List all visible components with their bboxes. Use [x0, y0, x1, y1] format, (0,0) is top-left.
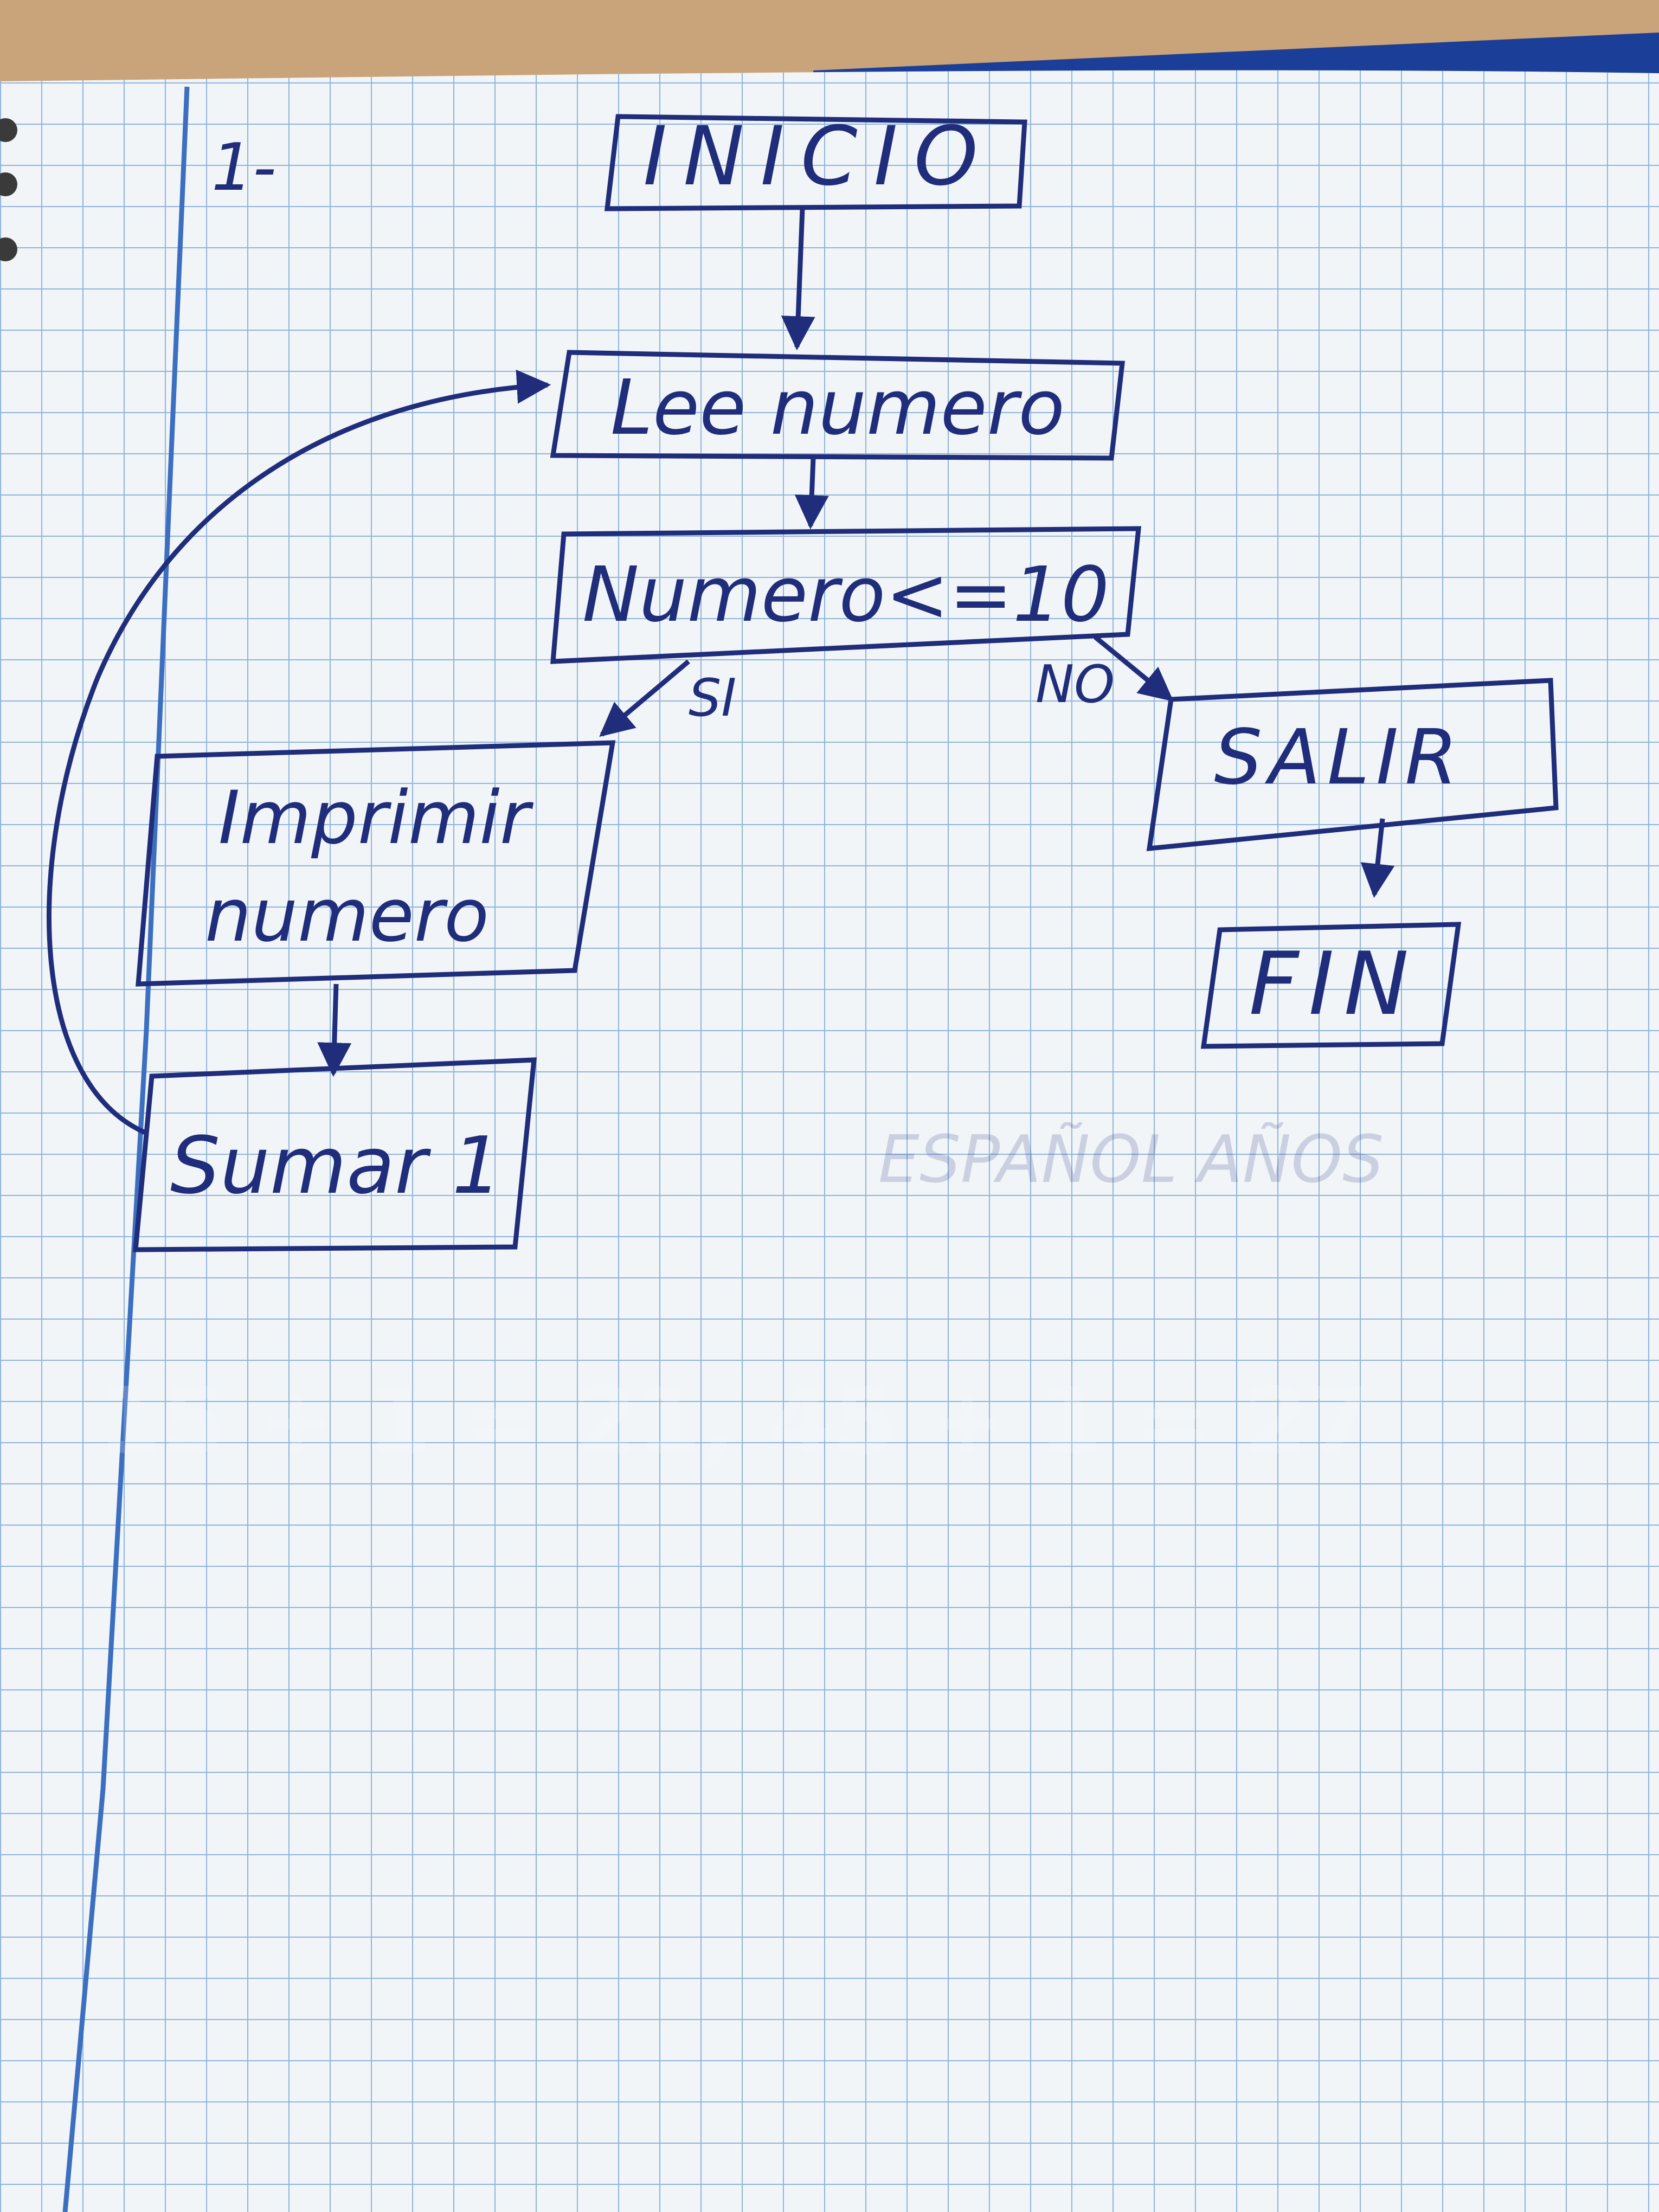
start-node: INICIO [604, 110, 1027, 211]
read-node: Lee numero [550, 350, 1126, 461]
exit-node: SALIR [1146, 678, 1559, 852]
arrow-no-branch [1094, 635, 1174, 702]
arrow-exit-to-end [1360, 818, 1395, 898]
exit-label: SALIR [1214, 713, 1464, 802]
condition-node: Numero<=10 [550, 526, 1141, 664]
page-number: 1- [211, 130, 276, 205]
arrow-yes-branch [599, 659, 690, 737]
exit-box [1146, 678, 1559, 852]
arrow-read-to-condition [794, 458, 829, 530]
condition-label: Numero<=10 [582, 551, 1109, 639]
start-box [604, 114, 1027, 211]
print-label-line2: numero [205, 873, 489, 958]
end-label: FIN [1249, 933, 1419, 1034]
grid-lines [0, 70, 1659, 2212]
end-box [1200, 922, 1462, 1049]
no-label: NO [1036, 655, 1115, 715]
read-label: Lee numero [610, 364, 1065, 452]
increment-label: Sumar 1 [170, 1120, 502, 1212]
start-label: INICIO [643, 110, 994, 204]
read-box [550, 350, 1126, 461]
print-box [136, 740, 616, 987]
print-label-line1: Imprimir [218, 775, 534, 860]
arrow-start-to-read [781, 208, 815, 351]
condition-box [550, 526, 1141, 664]
margin-line [62, 86, 190, 2212]
arrow-print-to-increment [317, 983, 352, 1077]
increment-node: Sumar 1 [133, 1057, 537, 1252]
ghost-text-line1: ESPAÑOL AÑOS [878, 1122, 1384, 1198]
flowchart: INICIO Lee numero Numero<=10 SI NO Impri… [47, 110, 1559, 1252]
ghost-writing: ESPAÑOL AÑOS 15 + 1 = 21, 45 + 1 = 27 [98, 1122, 1384, 1475]
end-node: FIN [1200, 922, 1462, 1049]
yes-label: SI [689, 668, 736, 728]
spiral-binding [0, 118, 17, 261]
print-node: Imprimir numero [136, 740, 616, 987]
arrow-loop-back [47, 369, 551, 1136]
increment-box [133, 1057, 537, 1252]
ghost-text-line2: 15 + 1 = 21, 45 + 1 = 27 [98, 1368, 1372, 1475]
